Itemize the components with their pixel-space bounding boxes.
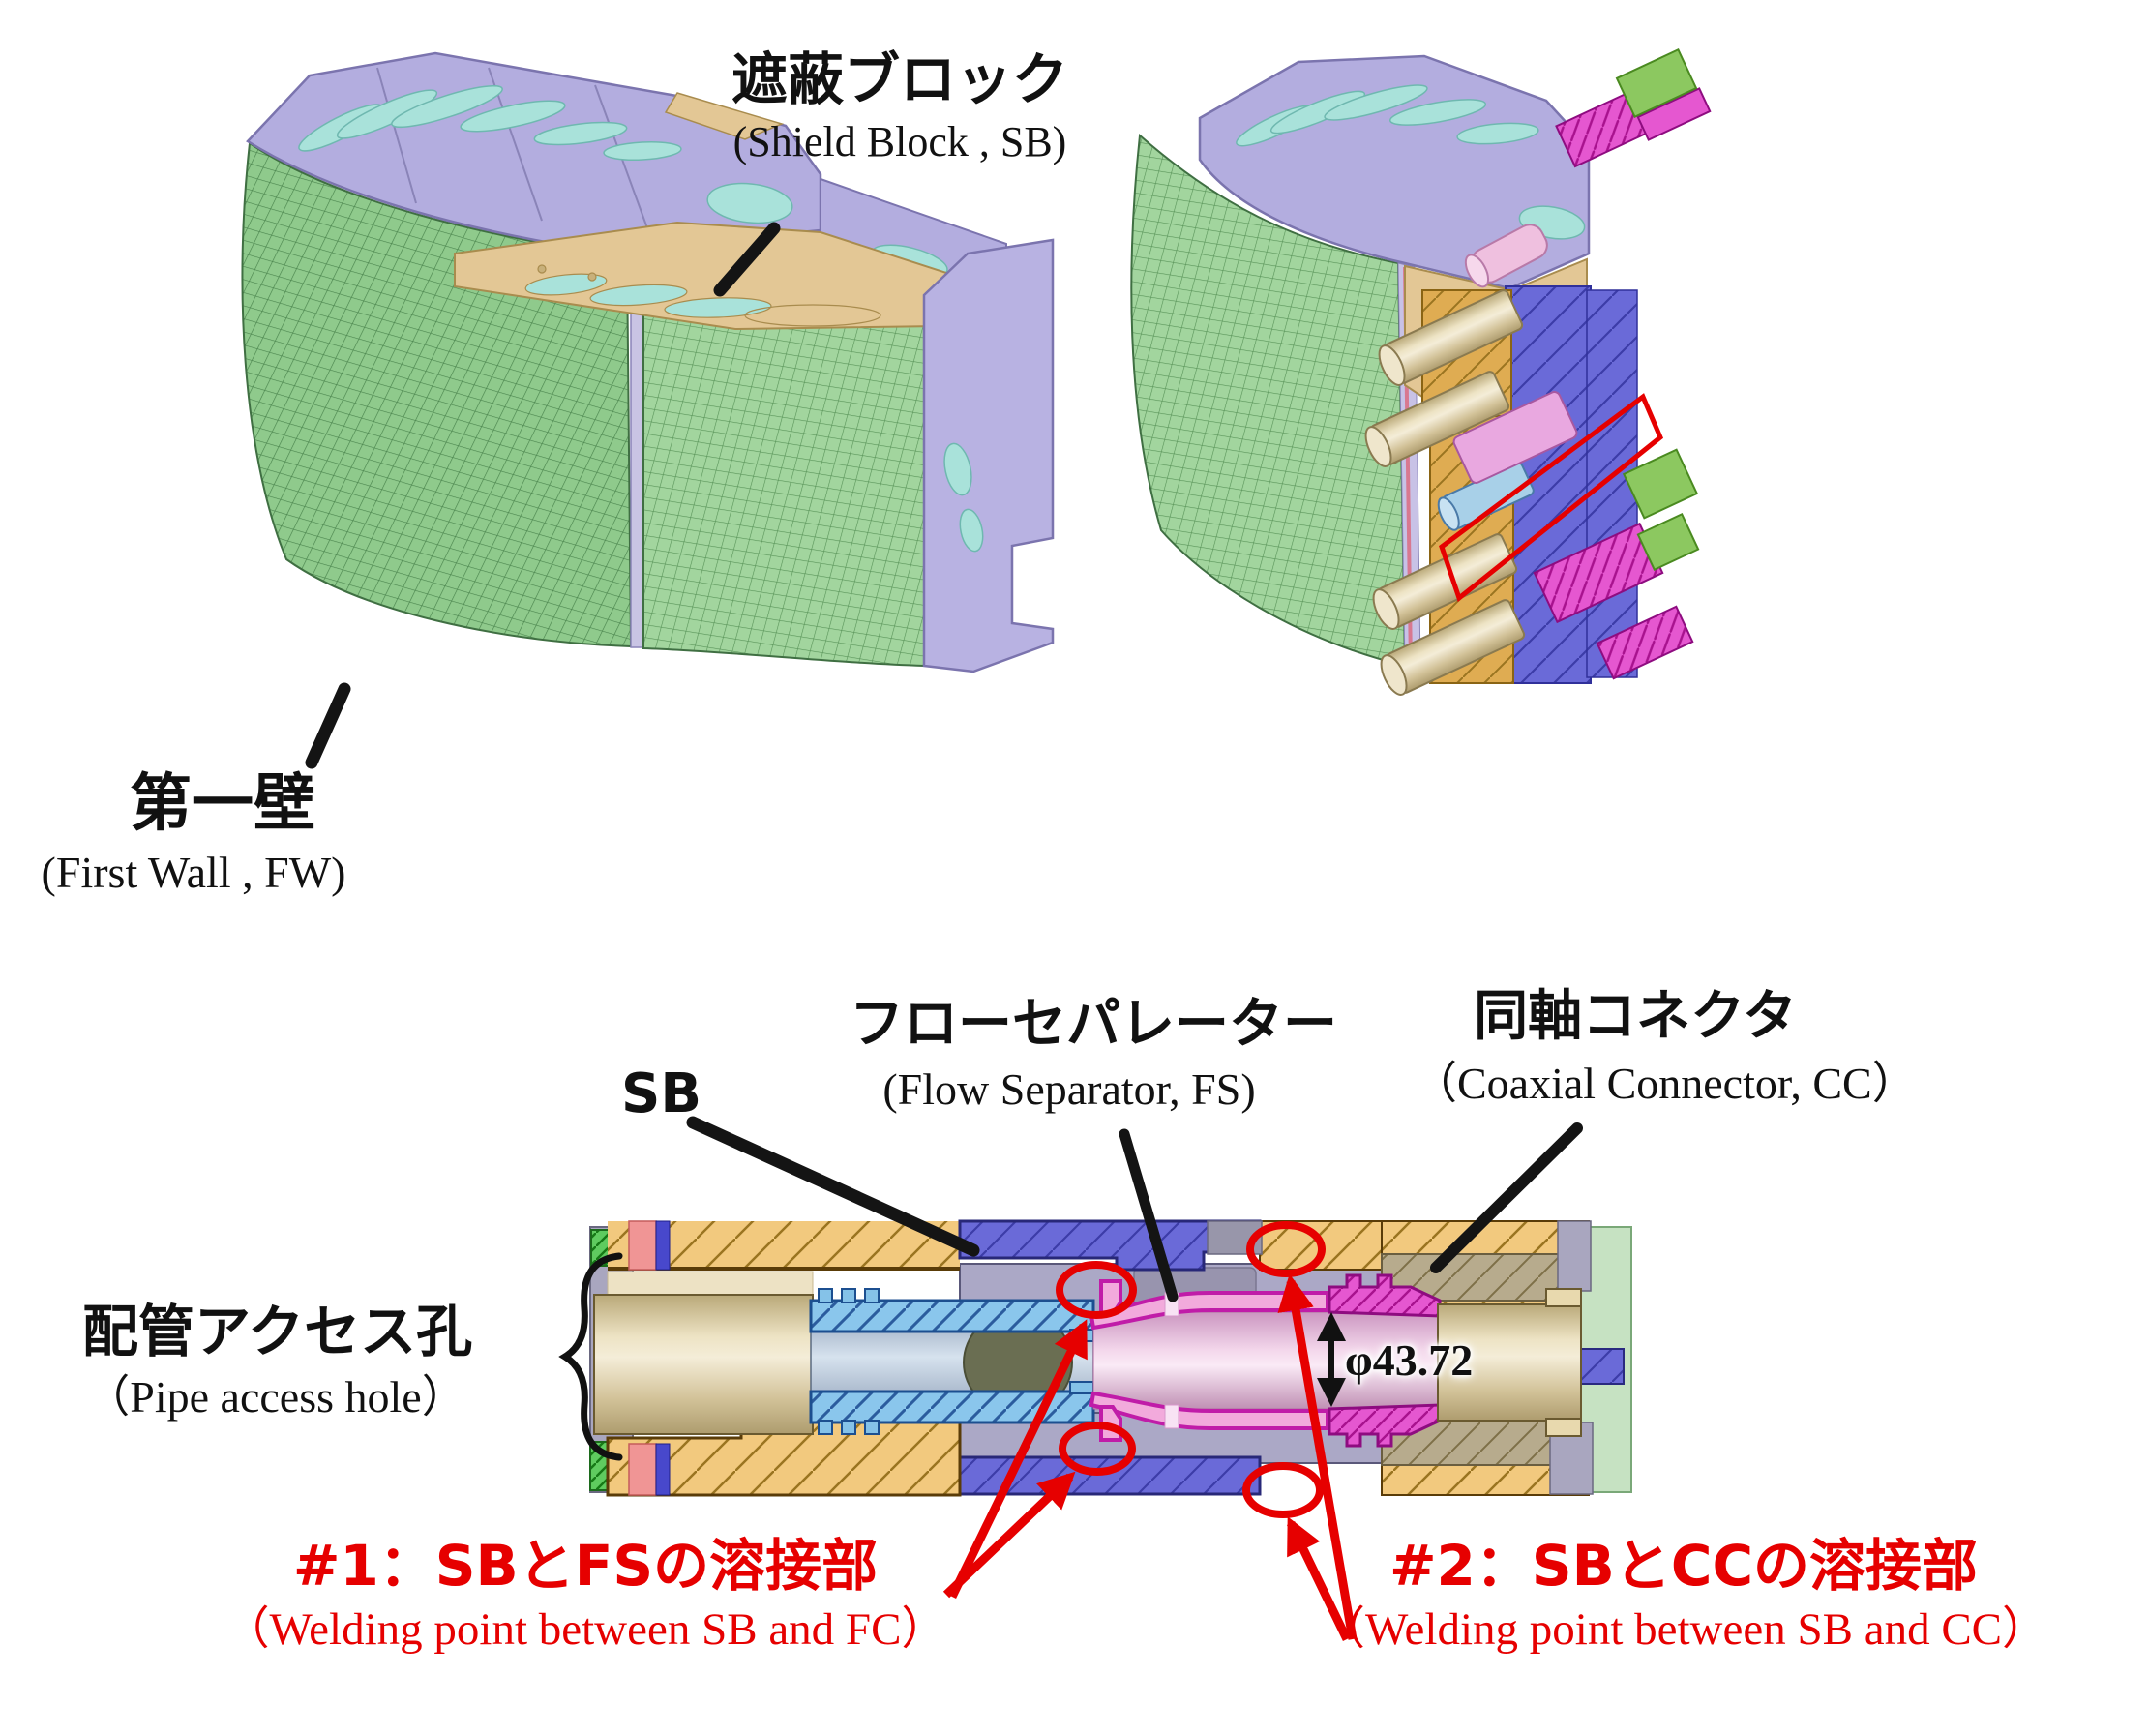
cross-section-view — [589, 1219, 1632, 1497]
khaki-plate-slots — [524, 264, 881, 327]
assembly-view-full — [241, 51, 1055, 673]
weld1-arrow-upper — [947, 1319, 1089, 1599]
first-wall-label-jp: 第一壁 — [130, 768, 315, 840]
blue-knob — [1580, 1348, 1625, 1385]
assembly-view-cutaway — [1130, 47, 1712, 696]
coaxial-coupling-top — [1328, 1273, 1442, 1318]
weld2-arrow-lower — [1286, 1516, 1352, 1641]
first-wall-leader — [305, 682, 351, 769]
coaxial-connector-leader — [1430, 1122, 1583, 1273]
cooling-slots-right-cap — [1236, 84, 1586, 240]
weld-circles — [1056, 1221, 1326, 1518]
blue-layer-strip-bottom — [655, 1443, 671, 1496]
diameter-dimension-label: φ43.72 — [1345, 1335, 1474, 1385]
pink-layer-strip-bottom — [628, 1443, 657, 1496]
coaxial-connector-label-jp: 同軸コネクタ — [1474, 985, 1797, 1048]
leader-lines — [305, 222, 1583, 1302]
flow-separator-leader — [1119, 1128, 1179, 1302]
tan-tooth-bottom — [1545, 1418, 1582, 1437]
pipe-tan-cylinder — [593, 1294, 814, 1435]
khaki-top-bit — [664, 92, 785, 140]
pink-layer-strip-top — [628, 1220, 657, 1271]
shield-block-label-jp: 遮蔽ブロック — [731, 46, 1068, 112]
weld-point-1-label-en: （Welding point between SB and FC） — [224, 1604, 947, 1655]
grey-block-top-right — [1557, 1220, 1592, 1292]
weld2-circle-bottom — [1242, 1462, 1324, 1518]
weld-point-2-label-jp: #2：SBとCCの溶接部 — [1388, 1533, 1979, 1599]
sb-label: SB — [621, 1063, 702, 1125]
first-wall-panel-cutaway — [1130, 133, 1407, 668]
weld-arrows — [942, 1273, 1358, 1641]
bore-top-strip — [607, 1271, 814, 1298]
coaxial-tan-cylinder — [1437, 1303, 1582, 1422]
coaxial-coupling-bottom — [1328, 1403, 1442, 1448]
flow-separator-label-jp: フローセパレーター — [850, 993, 1337, 1056]
pipe-access-brace — [558, 1252, 623, 1461]
sb-leader — [686, 1116, 980, 1257]
highlight-parallelogram — [1439, 393, 1664, 603]
blue-layer-strip-top — [655, 1220, 671, 1271]
pipe-stubs — [1364, 224, 1578, 696]
coaxial-connector-label-en: （Coaxial Connector, CC） — [1413, 1059, 1917, 1108]
first-wall-label-en: (First Wall , FW) — [41, 848, 346, 897]
weld1-circle-top — [1056, 1261, 1137, 1319]
pipe-access-hole-label-en: （Pipe access hole） — [85, 1372, 466, 1422]
fs-gap-slot-bottom — [1164, 1404, 1179, 1429]
tan-tooth-top — [1545, 1288, 1582, 1307]
annotations — [305, 222, 1583, 1641]
cooling-slots-left-cap — [298, 84, 793, 224]
magenta-hatched-parts — [1533, 79, 1712, 680]
flow-separator-label-en: (Flow Separator, FS) — [882, 1064, 1256, 1114]
shield-block-label-en: (Shield Block , SB) — [732, 118, 1067, 165]
pipe-access-hole-label-jp: 配管アクセス孔 — [82, 1299, 473, 1364]
shield-block-side — [922, 238, 1055, 673]
weld1-circle-bottom — [1059, 1422, 1136, 1476]
inner-pink-cylinder — [1092, 1311, 1441, 1410]
weld-point-2-label-en: （Welding point between SB and CC） — [1319, 1604, 2048, 1655]
flow-separator-pink-walls — [1089, 1279, 1329, 1442]
side-slots — [943, 442, 984, 553]
weld2-circle-top — [1246, 1221, 1326, 1277]
weld2-arrow-upper — [1277, 1273, 1358, 1640]
green-parts — [1615, 47, 1700, 572]
weld-point-1-label-jp: #1：SBとFSの溶接部 — [292, 1533, 879, 1599]
shield-block-leader — [713, 222, 781, 297]
